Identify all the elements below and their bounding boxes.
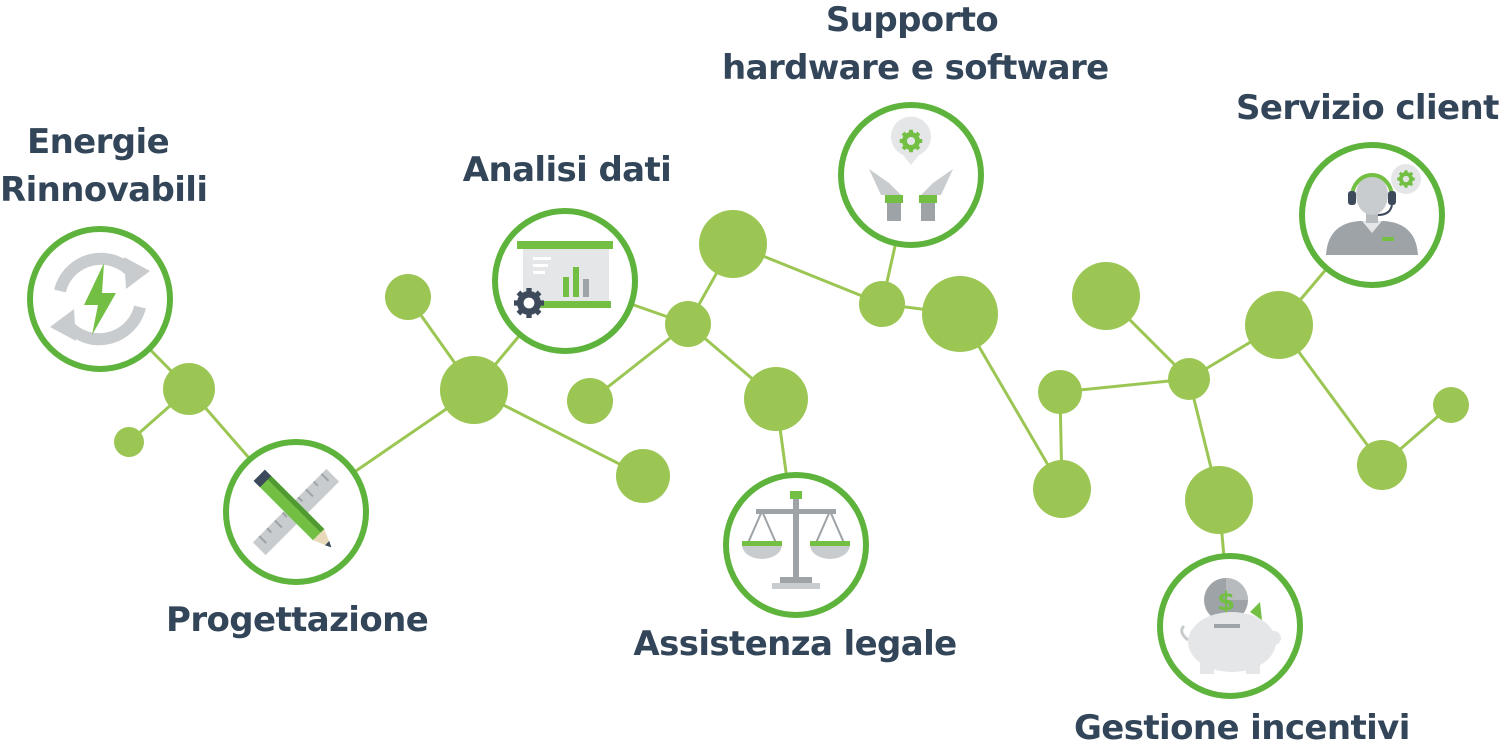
service-node-energie bbox=[27, 226, 173, 372]
headset-agent-icon bbox=[1326, 164, 1421, 255]
network-node bbox=[385, 274, 431, 320]
network-node bbox=[744, 367, 808, 431]
service-node-analisi bbox=[492, 208, 638, 354]
hands-gear-icon bbox=[869, 116, 953, 221]
label-progettazione: Progettazione bbox=[166, 596, 429, 644]
network-node bbox=[163, 363, 215, 415]
renewable-energy-icon bbox=[50, 252, 150, 346]
network-node bbox=[1038, 370, 1082, 414]
label-line: Servizio clienti bbox=[1236, 88, 1501, 128]
network-node bbox=[1072, 262, 1140, 330]
network-node bbox=[440, 356, 508, 424]
label-line: Energie bbox=[26, 122, 170, 162]
network-nodes bbox=[114, 210, 1469, 534]
label-line: Progettazione bbox=[166, 600, 429, 640]
network-node bbox=[1245, 291, 1313, 359]
label-legale: Assistenza legale bbox=[632, 620, 958, 668]
piggy-bank-icon: $ bbox=[1180, 578, 1281, 674]
network-node bbox=[616, 449, 670, 503]
network-node bbox=[1357, 440, 1407, 490]
network-node bbox=[114, 427, 144, 457]
label-analisi: Analisi dati bbox=[456, 146, 678, 194]
svg-text:$: $ bbox=[1217, 587, 1235, 617]
service-node-progettazione bbox=[223, 439, 369, 585]
label-clienti: Servizio clienti bbox=[1236, 84, 1501, 132]
network-node bbox=[1033, 460, 1091, 518]
service-node-clienti bbox=[1299, 142, 1445, 288]
label-line: Supporto bbox=[825, 0, 999, 40]
label-supporto: Supporto hardware e software bbox=[722, 0, 1109, 92]
network-node bbox=[665, 301, 711, 347]
label-line: Gestione incentivi bbox=[1074, 708, 1410, 748]
network-node bbox=[567, 378, 613, 424]
label-line: Analisi dati bbox=[462, 150, 672, 190]
network-node bbox=[922, 276, 998, 352]
service-node-legale bbox=[723, 472, 869, 618]
label-line: hardware e software bbox=[722, 48, 1109, 88]
network-node bbox=[1185, 466, 1253, 534]
network-node bbox=[1168, 358, 1210, 400]
service-node-supporto bbox=[838, 102, 984, 248]
pencil-ruler-icon bbox=[252, 468, 340, 556]
label-incentivi: Gestione incentivi bbox=[1074, 704, 1410, 752]
network-node bbox=[1433, 387, 1469, 423]
service-node-incentivi: $ bbox=[1157, 553, 1303, 699]
service-ring bbox=[838, 102, 984, 248]
label-line: Assistenza legale bbox=[633, 624, 957, 664]
label-line: Rinnovabili bbox=[0, 170, 208, 210]
network-node bbox=[859, 281, 905, 327]
presentation-chart-icon bbox=[514, 241, 613, 318]
network-node bbox=[699, 210, 767, 278]
scales-icon bbox=[742, 491, 850, 589]
